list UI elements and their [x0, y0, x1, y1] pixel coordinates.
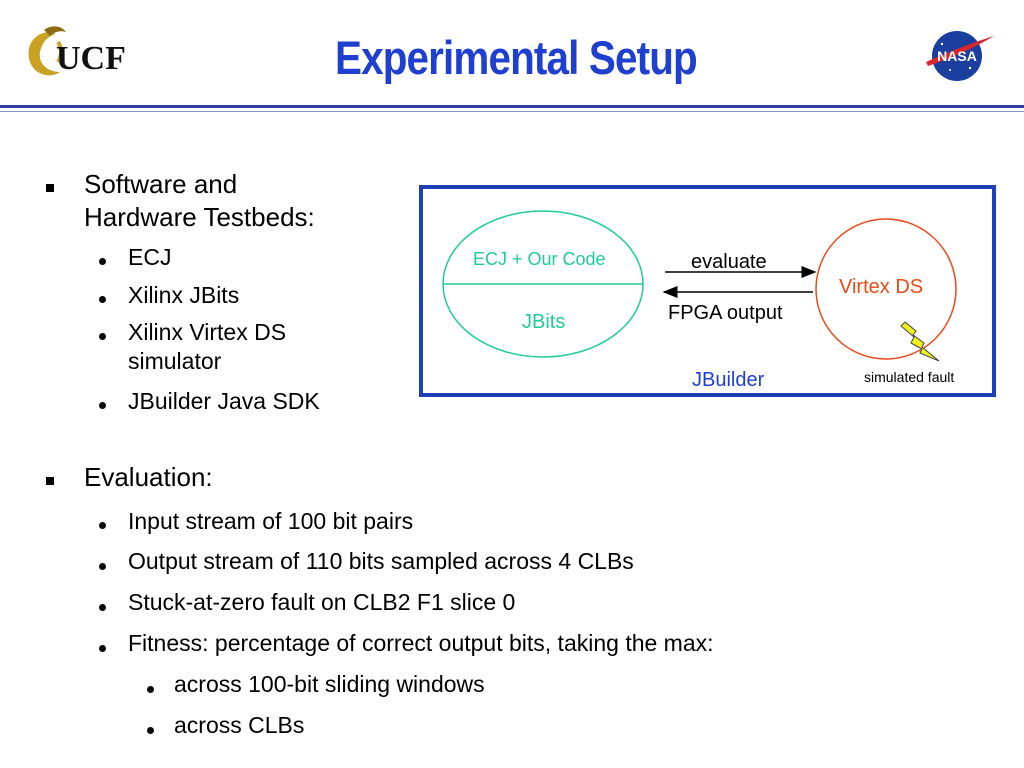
- round-bullet-icon: [147, 686, 154, 693]
- list-item: Stuck-at-zero fault on CLB2 F1 slice 0: [128, 589, 516, 615]
- hardware-circle: [815, 218, 957, 360]
- jbuilder-label: JBuilder: [692, 369, 765, 391]
- round-bullet-icon: [99, 402, 106, 409]
- list-item: Fitness: percentage of correct output bi…: [128, 630, 714, 656]
- ellipse-top-label: ECJ + Our Code: [473, 249, 606, 269]
- section2-heading: Evaluation:: [84, 462, 213, 492]
- section1-heading-line1: Software and: [84, 169, 238, 199]
- fpga-output-label: FPGA output: [668, 302, 783, 324]
- round-bullet-icon: [99, 333, 106, 340]
- simulated-fault-label: simulated fault: [864, 369, 955, 385]
- round-bullet-icon: [147, 727, 154, 734]
- round-bullet-icon: [99, 645, 106, 652]
- nasa-meatball-icon: NASA: [926, 31, 994, 81]
- list-item: Input stream of 100 bit pairs: [128, 508, 414, 534]
- round-bullet-icon: [99, 563, 106, 570]
- ucf-logo: UCF: [18, 22, 163, 82]
- round-bullet-icon: [99, 604, 106, 611]
- system-diagram: [442, 210, 957, 362]
- nasa-logo: NASA: [920, 28, 998, 84]
- ellipse-bottom-label: JBits: [522, 311, 566, 333]
- square-bullet-icon: [46, 184, 54, 192]
- lightning-bolt-icon: [900, 321, 940, 362]
- list-item: ECJ: [128, 244, 172, 270]
- header-rule-thin: [0, 111, 1024, 112]
- ucf-pegasus-icon: UCF: [28, 26, 126, 77]
- list-item: Xilinx Virtex DS: [128, 319, 287, 345]
- sub-list-item: across CLBs: [174, 712, 305, 738]
- list-item: JBuilder Java SDK: [128, 388, 320, 414]
- list-item: Xilinx JBits: [128, 282, 240, 308]
- virtex-ds-label: Virtex DS: [839, 276, 924, 298]
- evaluate-label: evaluate: [691, 251, 767, 273]
- round-bullet-icon: [99, 522, 106, 529]
- svg-text:NASA: NASA: [937, 48, 977, 64]
- svg-text:UCF: UCF: [56, 40, 126, 77]
- round-bullet-icon: [99, 258, 106, 265]
- round-bullet-icon: [99, 296, 106, 303]
- section1-heading-line2: Hardware Testbeds:: [84, 202, 315, 232]
- diagram-frame: [419, 185, 996, 397]
- list-item: Output stream of 110 bits sampled across…: [128, 548, 634, 574]
- square-bullet-icon: [46, 477, 54, 485]
- list-item-continuation: simulator: [128, 348, 222, 374]
- sub-list-item: across 100-bit sliding windows: [174, 671, 485, 697]
- header-rule-thick: [0, 105, 1024, 108]
- page-title: Experimental Setup: [334, 31, 698, 84]
